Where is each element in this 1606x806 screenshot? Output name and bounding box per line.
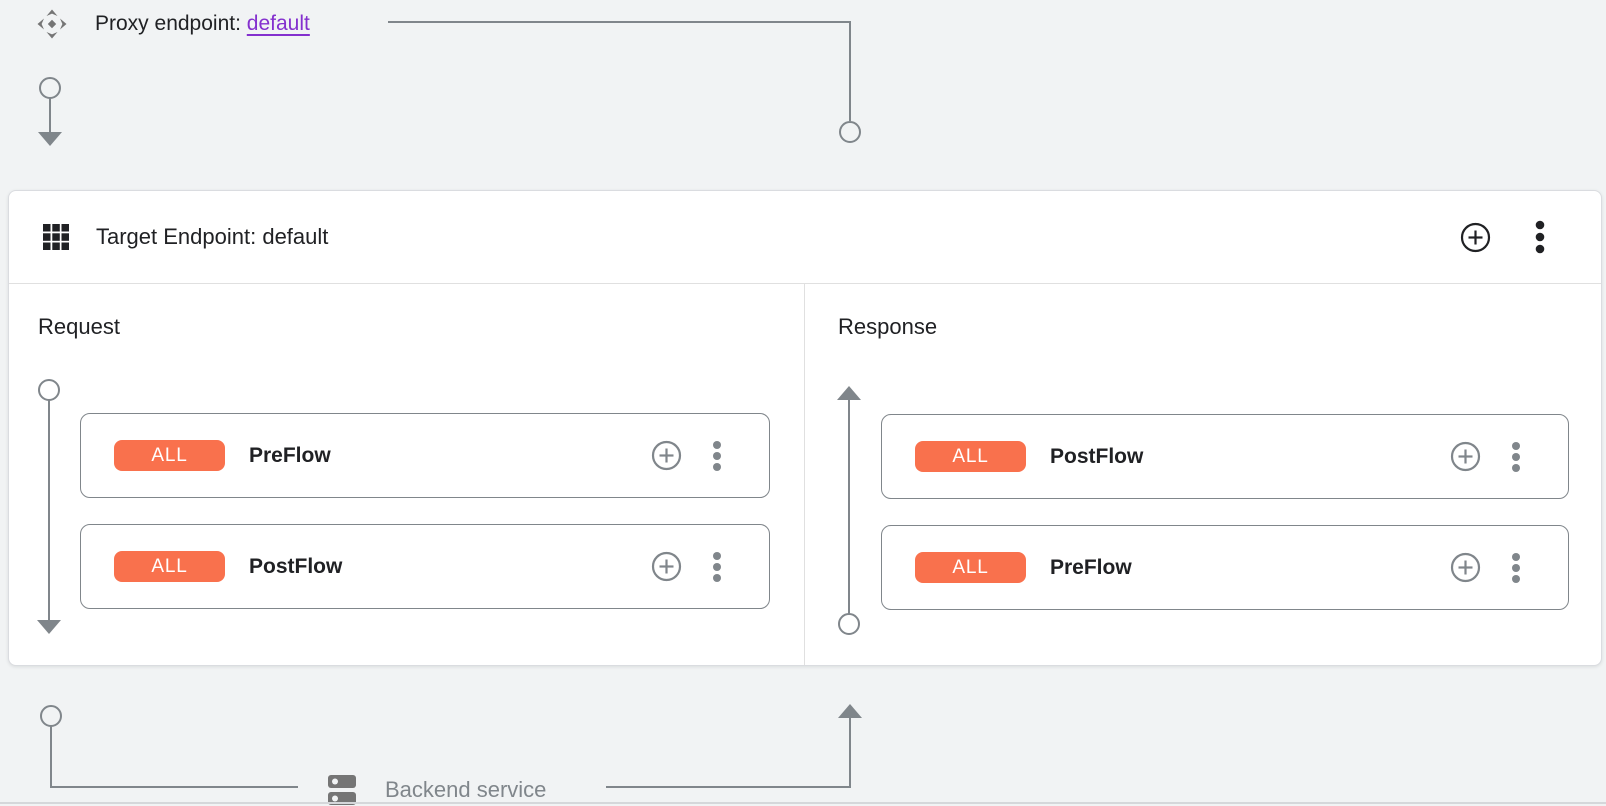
add-policy-button[interactable] [1450, 441, 1481, 472]
bottom-divider [0, 802, 1606, 804]
add-policy-button[interactable] [1450, 552, 1481, 583]
move-diamond-icon [37, 9, 67, 39]
dns-server-icon [328, 775, 356, 805]
flow-card-request-preflow[interactable]: ALL PreFlow [80, 413, 770, 498]
request-panel-title: Request [38, 314, 120, 339]
connector-proxy-in [38, 77, 62, 146]
more-vert-icon [1512, 441, 1520, 472]
add-circle-icon [651, 440, 682, 471]
target-endpoint-title: Target Endpoint: default [96, 224, 329, 249]
proxy-endpoint-default-link[interactable]: default [246, 12, 310, 35]
flow-name: PostFlow [249, 554, 343, 578]
connector-proxy-to-target [388, 21, 861, 143]
flow-condition-badge: ALL [915, 441, 1026, 472]
response-panel-title: Response [838, 314, 938, 339]
proxy-endpoint-label: Proxy endpoint: default [95, 12, 310, 35]
flow-menu-button[interactable] [1511, 552, 1521, 584]
more-vert-icon [713, 440, 721, 471]
target-endpoint-header: Target Endpoint: default [9, 191, 1601, 284]
more-vert-icon [713, 551, 721, 582]
add-policy-button[interactable] [651, 440, 682, 471]
response-panel: Response ALL PostFlow [805, 284, 1601, 665]
backend-service-row: Backend service [328, 770, 546, 806]
proxy-endpoint-row: Proxy endpoint: default [37, 4, 310, 44]
add-flow-button[interactable] [1460, 222, 1491, 253]
flow-condition-badge: ALL [114, 440, 225, 471]
flow-condition-badge: ALL [114, 551, 225, 582]
more-vert-icon [1535, 220, 1545, 254]
flow-card-response-preflow[interactable]: ALL PreFlow [881, 525, 1569, 610]
flow-card-response-postflow[interactable]: ALL PostFlow [881, 414, 1569, 499]
add-circle-icon [651, 551, 682, 582]
flow-condition-badge: ALL [915, 552, 1026, 583]
connector-target-to-backend [40, 705, 298, 788]
connector-backend-to-response [606, 704, 862, 788]
flow-menu-button[interactable] [712, 440, 722, 472]
more-vert-icon [1512, 552, 1520, 583]
flow-name: PreFlow [249, 443, 331, 467]
add-policy-button[interactable] [651, 551, 682, 582]
flow-name: PostFlow [1050, 444, 1144, 468]
flow-card-request-postflow[interactable]: ALL PostFlow [80, 524, 770, 609]
target-endpoint-menu-button[interactable] [1535, 220, 1545, 254]
flow-menu-button[interactable] [712, 551, 722, 583]
add-circle-icon [1450, 441, 1481, 472]
add-circle-icon [1450, 552, 1481, 583]
backend-service-label: Backend service [385, 777, 547, 802]
add-circle-icon [1460, 222, 1491, 252]
grid-icon [43, 224, 69, 250]
target-endpoint-card: Target Endpoint: default [8, 190, 1602, 666]
flow-name: PreFlow [1050, 555, 1132, 579]
request-panel: Request ALL PreFlow [9, 284, 805, 665]
flow-menu-button[interactable] [1511, 441, 1521, 473]
